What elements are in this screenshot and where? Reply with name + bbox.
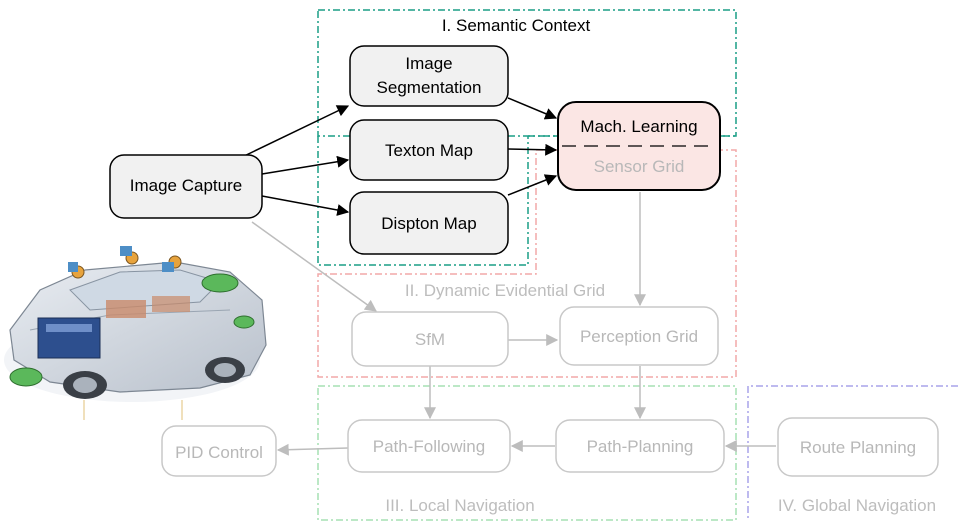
node-image-segmentation[interactable]: Image Segmentation bbox=[349, 45, 509, 107]
dispton-map-label: Dispton Map bbox=[381, 214, 476, 233]
path-planning-label: Path-Planning bbox=[587, 437, 694, 456]
inactive-connections bbox=[251, 192, 776, 456]
node-pid-control[interactable]: PID Control bbox=[161, 425, 277, 477]
edge-capture-dispton bbox=[261, 195, 350, 216]
route-planning-label: Route Planning bbox=[800, 438, 916, 457]
sensor-grid-label: Sensor Grid bbox=[594, 157, 685, 176]
edge-pathfollowing-pid bbox=[276, 443, 349, 456]
image-segmentation-label-line2: Segmentation bbox=[377, 78, 482, 97]
car-sensors-illustration bbox=[4, 246, 267, 420]
node-route-planning[interactable]: Route Planning bbox=[777, 417, 939, 477]
image-segmentation-label-line1: Image bbox=[405, 54, 452, 73]
node-path-planning[interactable]: Path-Planning bbox=[555, 419, 725, 473]
edge-capture-segmentation bbox=[239, 105, 350, 159]
edge-capture-texton bbox=[261, 155, 350, 175]
node-path-following[interactable]: Path-Following bbox=[347, 419, 511, 473]
dynamic-grid-region bbox=[317, 149, 737, 378]
semantic-context-title: I. Semantic Context bbox=[442, 16, 591, 35]
node-perception-grid[interactable]: Perception Grid bbox=[559, 306, 719, 366]
edge-capture-sfm bbox=[251, 221, 377, 312]
node-texton-map[interactable]: Texton Map bbox=[349, 119, 509, 181]
local-navigation-title: III. Local Navigation bbox=[385, 496, 534, 515]
node-sfm[interactable]: SfM bbox=[351, 311, 509, 367]
local-navigation-region bbox=[317, 385, 737, 521]
active-connections bbox=[239, 97, 558, 216]
perception-grid-label: Perception Grid bbox=[580, 327, 698, 346]
pid-control-label: PID Control bbox=[175, 443, 263, 462]
node-machine-learning[interactable]: Mach. Learning Sensor Grid bbox=[557, 101, 721, 191]
edge-texton-ml bbox=[507, 143, 558, 156]
path-following-label: Path-Following bbox=[373, 437, 485, 456]
node-image-capture[interactable]: Image Capture bbox=[109, 154, 263, 219]
edge-dispton-ml bbox=[507, 174, 558, 196]
dynamic-grid-title: II. Dynamic Evidential Grid bbox=[405, 281, 605, 300]
image-capture-label: Image Capture bbox=[130, 176, 242, 195]
global-navigation-title: IV. Global Navigation bbox=[778, 496, 936, 515]
machine-learning-label: Mach. Learning bbox=[580, 117, 697, 136]
semantic-context-region bbox=[317, 9, 737, 137]
node-dispton-map[interactable]: Dispton Map bbox=[349, 191, 509, 255]
texton-map-label: Texton Map bbox=[385, 141, 473, 160]
edge-segmentation-ml bbox=[507, 97, 558, 120]
global-navigation-region bbox=[747, 385, 958, 520]
sfm-label: SfM bbox=[415, 330, 445, 349]
